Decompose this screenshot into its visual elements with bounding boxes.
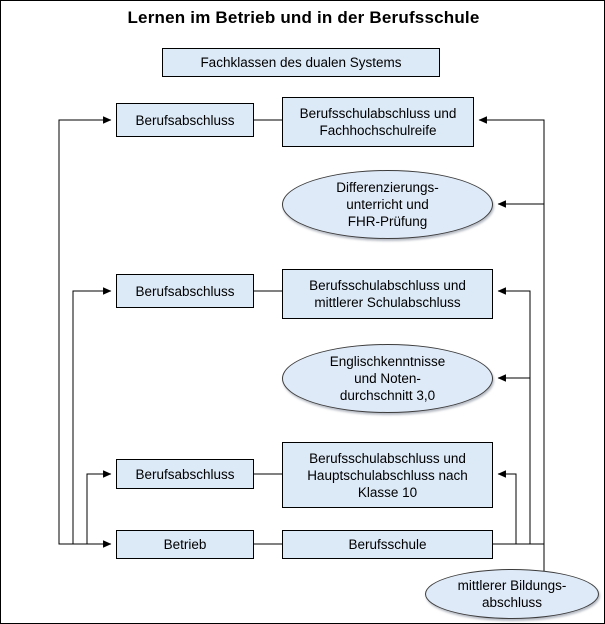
node-berufsschule-label: Berufsschule xyxy=(348,537,427,552)
node-berufsabschluss-2[interactable]: Berufsabschluss xyxy=(116,274,254,308)
node-berufsabschluss-1[interactable]: Berufsabschluss xyxy=(116,103,254,137)
node-berufsschulabschluss-mittlerer-schulabschluss-label: Berufsschulabschluss und mittlerer Schul… xyxy=(309,278,466,310)
node-fachklassen-label: Fachklassen des dualen Systems xyxy=(200,55,402,70)
node-differenzierungsunterricht[interactable]: Differenzierungs- unterricht und FHR-Prü… xyxy=(282,170,493,239)
node-berufsabschluss-3-label: Berufsabschluss xyxy=(135,466,235,482)
node-englischkenntnisse[interactable]: Englischkenntnisse und Noten- durchschni… xyxy=(282,344,493,413)
node-mittlerer-bildungsabschluss-label: mittlerer Bildungs- abschluss xyxy=(457,578,567,610)
node-berufsschulabschluss-hauptschulabschluss[interactable]: Berufsschulabschluss und Hauptschulabsch… xyxy=(282,442,493,508)
node-betrieb-label: Betrieb xyxy=(163,537,207,552)
node-fachklassen[interactable]: Fachklassen des dualen Systems xyxy=(162,48,440,77)
node-berufsschulabschluss-fachhochschulreife[interactable]: Berufsschulabschluss und Fachhochschulre… xyxy=(282,97,474,147)
node-berufsabschluss-2-label: Berufsabschluss xyxy=(135,283,235,299)
node-mittlerer-bildungsabschluss[interactable]: mittlerer Bildungs- abschluss xyxy=(425,569,599,619)
page-title: Lernen im Betrieb und in der Berufsschul… xyxy=(127,8,480,27)
node-berufsschulabschluss-hauptschulabschluss-label: Berufsschulabschluss und Hauptschulabsch… xyxy=(307,450,468,500)
node-berufsschulabschluss-fachhochschulreife-label: Berufsschulabschluss und Fachhochschulre… xyxy=(299,106,457,138)
node-differenzierungsunterricht-label: Differenzierungs- unterricht und FHR-Prü… xyxy=(336,180,439,229)
node-berufsschulabschluss-mittlerer-schulabschluss[interactable]: Berufsschulabschluss und mittlerer Schul… xyxy=(282,269,493,319)
node-englischkenntnisse-label: Englischkenntnisse und Noten- durchschni… xyxy=(329,354,446,403)
node-berufsabschluss-3[interactable]: Berufsabschluss xyxy=(116,459,254,489)
node-berufsschule[interactable]: Berufsschule xyxy=(282,530,493,559)
node-betrieb[interactable]: Betrieb xyxy=(116,530,254,559)
node-berufsabschluss-1-label: Berufsabschluss xyxy=(135,112,235,128)
